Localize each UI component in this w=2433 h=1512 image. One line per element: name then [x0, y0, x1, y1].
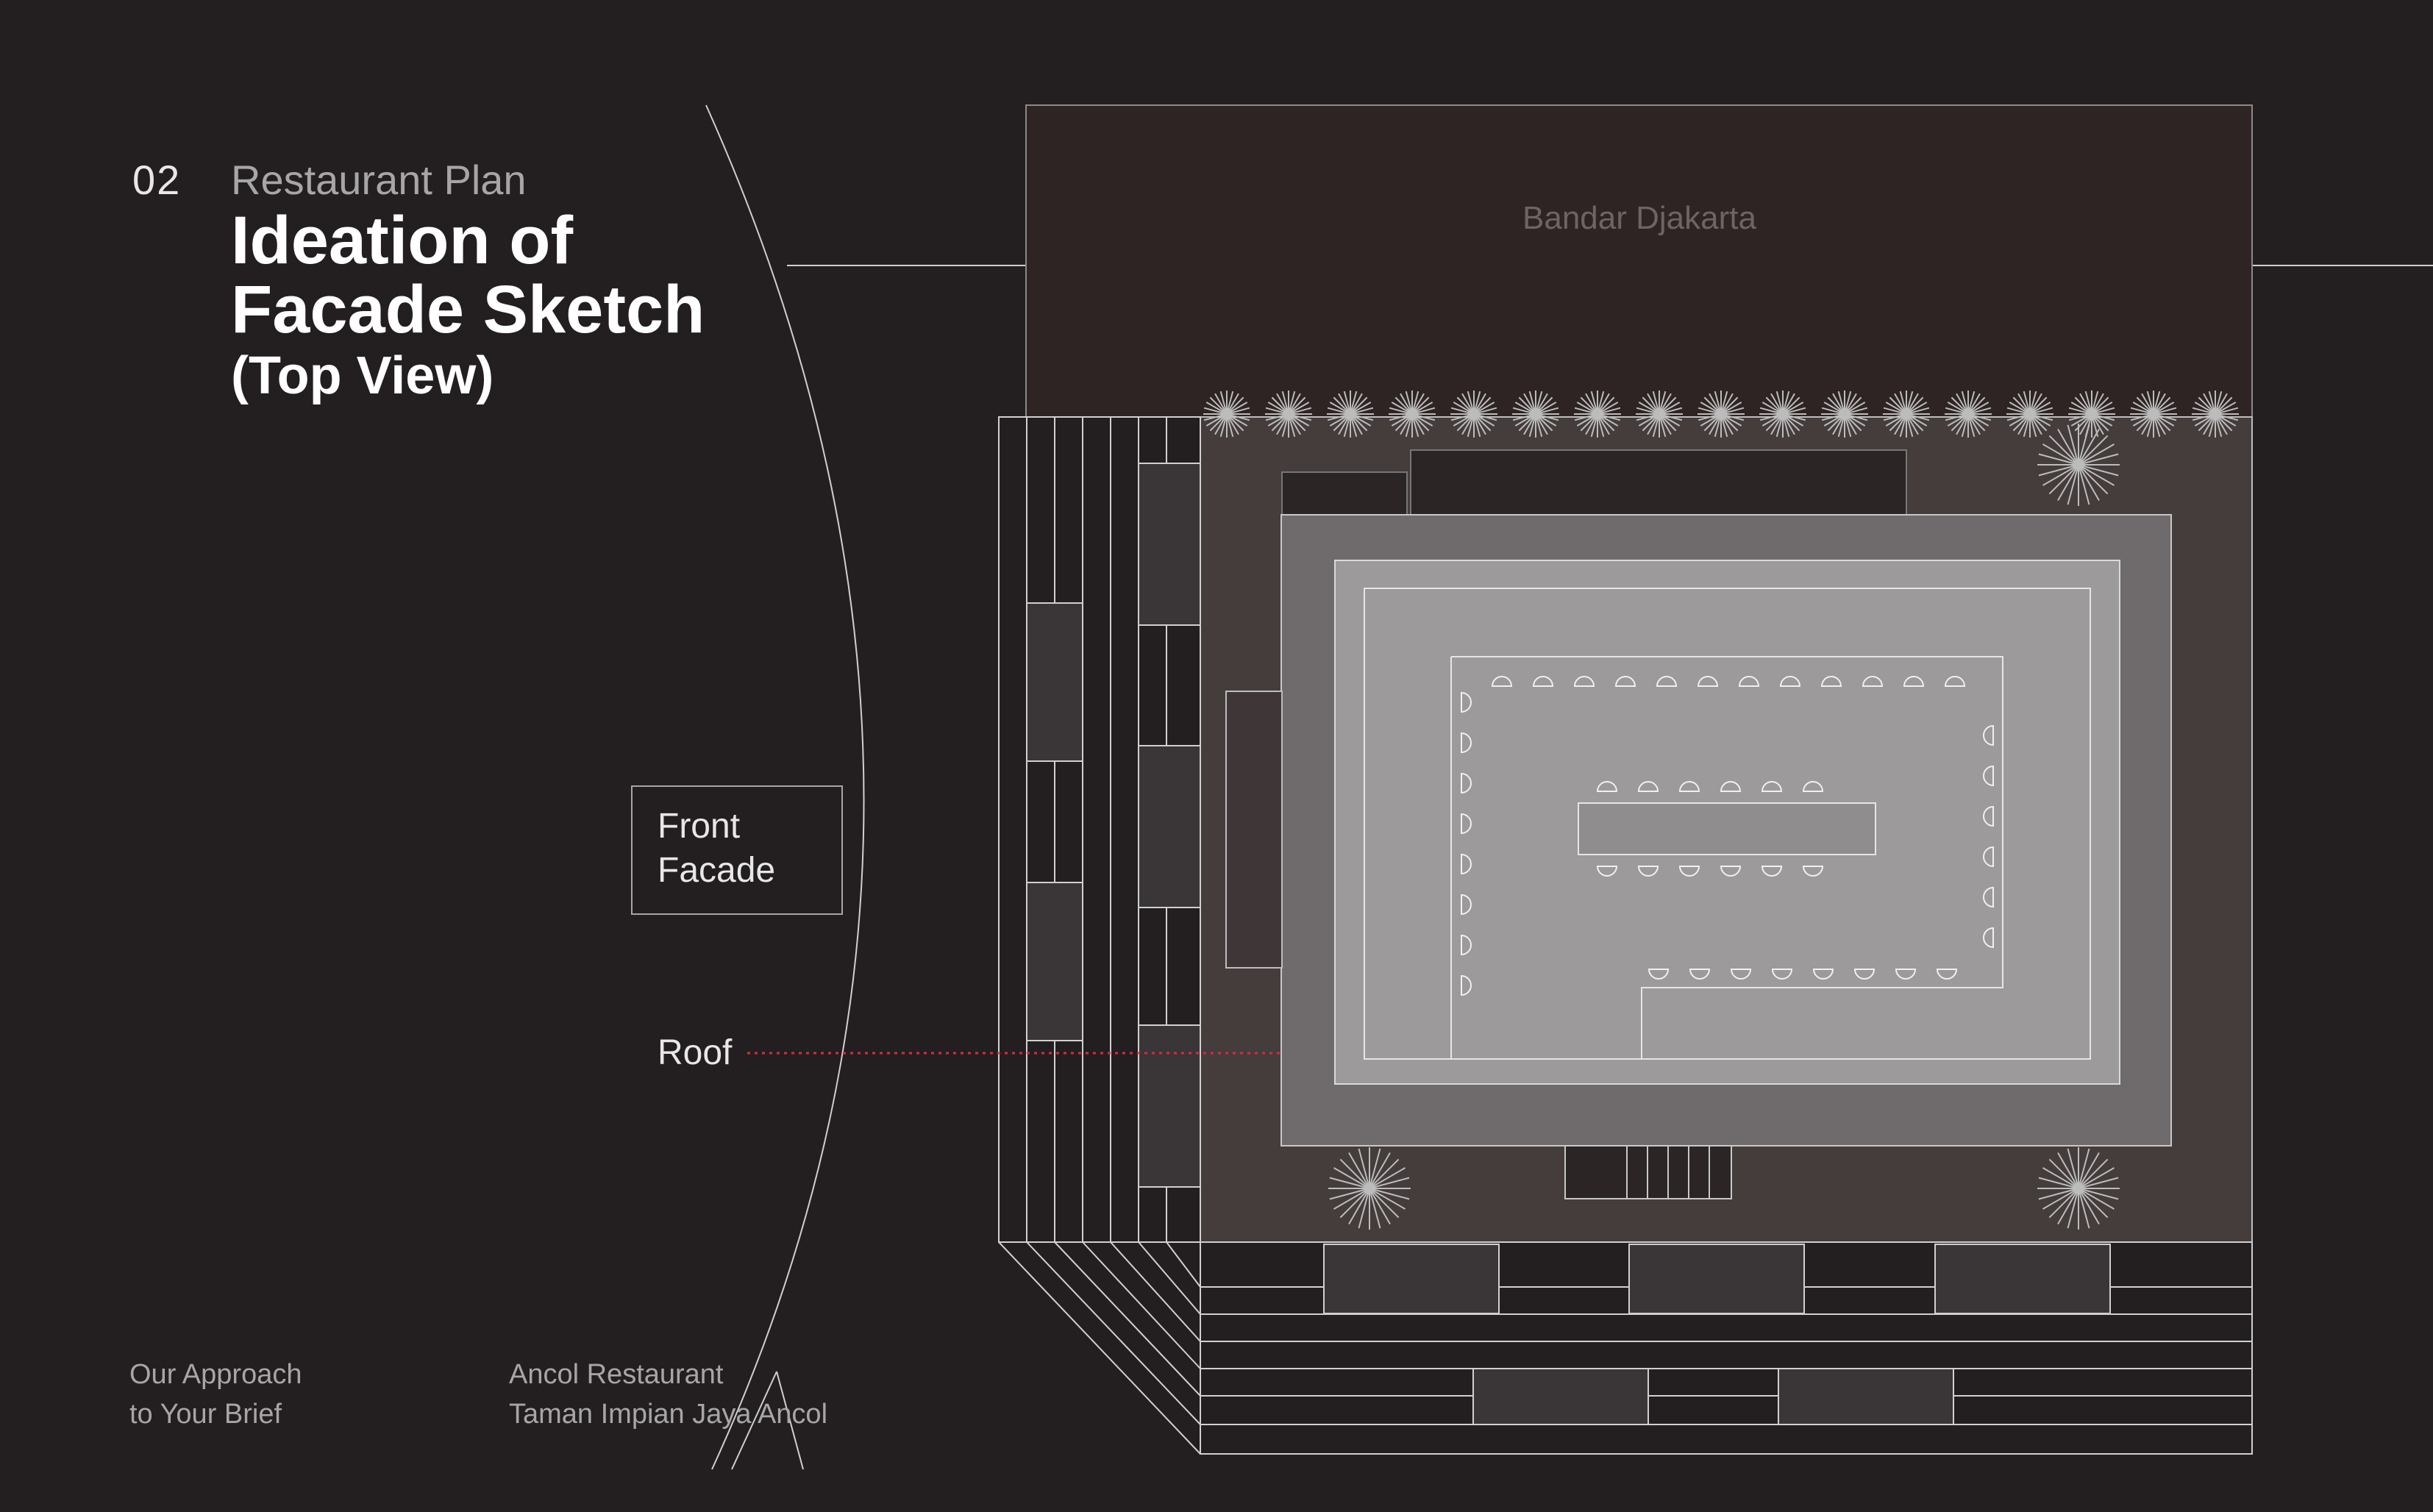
- chairs-group: [1461, 676, 1994, 996]
- page-title: Ideation of Facade Sketch: [231, 206, 705, 344]
- chair-icon: [1720, 866, 1742, 877]
- chair-icon: [1697, 676, 1719, 687]
- tree-icon: [1265, 391, 1312, 438]
- trees-group: [1203, 391, 2239, 1230]
- bar-strip: [1225, 691, 1283, 969]
- chair-icon: [1730, 969, 1752, 980]
- chair-icon: [1983, 805, 1994, 827]
- tree-icon: [2192, 391, 2239, 438]
- page-subtitle: (Top View): [231, 346, 494, 405]
- chair-icon: [1895, 969, 1917, 980]
- chair-icon: [1812, 969, 1834, 980]
- chair-icon: [1678, 866, 1700, 877]
- chair-icon: [1862, 676, 1884, 687]
- chair-icon: [1983, 724, 1994, 746]
- chair-icon: [1461, 691, 1472, 713]
- tree-icon: [1327, 391, 1374, 438]
- tree-icon: [1389, 391, 1436, 438]
- front-deck: [1200, 1241, 2253, 1455]
- arc-tick: [776, 1371, 804, 1470]
- tree-icon: [1450, 391, 1497, 438]
- chair-icon: [1573, 676, 1595, 687]
- arc-tick: [731, 1371, 777, 1470]
- front-facade-line2: Facade: [658, 851, 776, 890]
- chair-icon: [1461, 853, 1472, 875]
- tree-icon: [2037, 1147, 2120, 1230]
- chair-icon: [1491, 676, 1513, 687]
- left-deck: [998, 416, 1201, 1243]
- chair-icon: [1944, 676, 1966, 687]
- chair-icon: [1461, 732, 1472, 754]
- chair-icon: [1761, 866, 1783, 877]
- tree-icon: [1698, 391, 1745, 438]
- chair-icon: [1596, 866, 1618, 877]
- corner-deck: [998, 1241, 1201, 1455]
- chair-icon: [1802, 781, 1824, 792]
- chair-icon: [1461, 894, 1472, 916]
- tree-icon: [2037, 424, 2120, 506]
- chair-icon: [1720, 781, 1742, 792]
- tree-icon: [2130, 391, 2177, 438]
- chair-icon: [1820, 676, 1842, 687]
- front-facade-line1: Front: [658, 807, 741, 846]
- chair-icon: [1461, 772, 1472, 794]
- page-title-line1: Ideation of: [231, 203, 574, 278]
- chair-icon: [1983, 846, 1994, 868]
- service-block: [1281, 471, 1408, 516]
- chair-icon: [1461, 934, 1472, 956]
- chair-icon: [1983, 765, 1994, 787]
- tree-icon: [2006, 391, 2053, 438]
- chair-icon: [1936, 969, 1958, 980]
- chair-icon: [1983, 927, 1994, 949]
- dining-counter: [1450, 656, 2090, 1060]
- chair-icon: [1532, 676, 1554, 687]
- footer-project-line2: Taman Impian Jaya Ancol: [509, 1399, 828, 1430]
- page-title-line2: Facade Sketch: [231, 272, 705, 347]
- chair-icon: [1802, 866, 1824, 877]
- tree-icon: [2068, 391, 2115, 438]
- tree-icon: [1636, 391, 1683, 438]
- entrance-stairs: [1564, 1145, 1732, 1199]
- tree-icon: [1328, 1147, 1411, 1230]
- tree-icon: [1574, 391, 1621, 438]
- footer-approach-line1: Our Approach: [129, 1359, 302, 1390]
- chair-icon: [1738, 676, 1760, 687]
- chair-icon: [1596, 781, 1618, 792]
- kitchen-block: [1410, 449, 1907, 516]
- tree-icon: [1759, 391, 1806, 438]
- section-number: 02: [132, 157, 182, 203]
- tree-icon: [1883, 391, 1930, 438]
- front-facade-label: Front Facade: [631, 785, 843, 915]
- footer-project: Ancol Restaurant Taman Impian Jaya Ancol: [509, 1355, 827, 1434]
- footer-approach: Our Approach to Your Brief: [129, 1355, 302, 1434]
- section-name: Restaurant Plan: [231, 157, 527, 203]
- tree-icon: [1203, 391, 1250, 438]
- chair-icon: [1689, 969, 1711, 980]
- chair-icon: [1853, 969, 1875, 980]
- neighbour-label: Bandar Djakarta: [1522, 200, 1756, 236]
- chair-icon: [1637, 781, 1659, 792]
- chair-icon: [1771, 969, 1793, 980]
- neighbour-building: [1025, 104, 2253, 418]
- chair-icon: [1461, 974, 1472, 996]
- footer-approach-line2: to Your Brief: [129, 1399, 282, 1430]
- footer-project-line1: Ancol Restaurant: [509, 1359, 724, 1390]
- tree-icon: [1512, 391, 1559, 438]
- chair-icon: [1779, 676, 1801, 687]
- chair-icon: [1461, 813, 1472, 835]
- site-boundary-arc: [705, 104, 865, 1470]
- tree-icon: [1821, 391, 1868, 438]
- chair-icon: [1678, 781, 1700, 792]
- chair-icon: [1637, 866, 1659, 877]
- chair-icon: [1983, 886, 1994, 908]
- chair-icon: [1656, 676, 1678, 687]
- central-table: [1578, 802, 1876, 855]
- roof-label: Roof: [658, 1033, 733, 1072]
- chair-icon: [1614, 676, 1636, 687]
- chair-icon: [1903, 676, 1925, 687]
- chair-icon: [1647, 969, 1670, 980]
- tree-icon: [1945, 391, 1992, 438]
- chair-icon: [1761, 781, 1783, 792]
